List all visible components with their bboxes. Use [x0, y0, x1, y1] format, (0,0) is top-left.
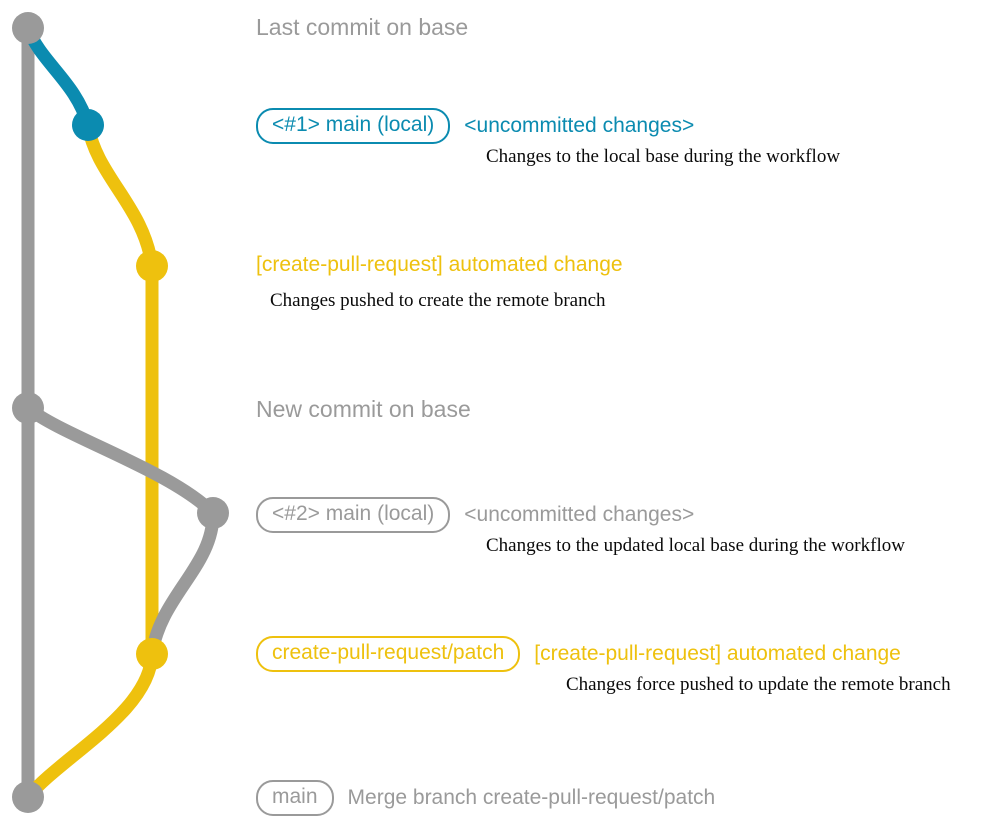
entry-automated-change-create: [create-pull-request] automated change — [256, 253, 623, 277]
commit-node-base-head[interactable] — [12, 12, 44, 44]
commit-node-base-new[interactable] — [12, 392, 44, 424]
headline-last-commit-on-base: Last commit on base — [256, 14, 469, 40]
edge-patch-update-to-merge — [21, 647, 159, 804]
ref-badge-local-1[interactable]: <#1> main (local) — [256, 108, 451, 144]
commit-description-patch-create: Changes pushed to create the remote bran… — [270, 290, 606, 311]
ref-badge-main[interactable]: main — [256, 780, 334, 816]
edge-basenew-to-local2 — [21, 401, 220, 520]
commit-subject-patch-create: [create-pull-request] automated change — [256, 253, 623, 276]
commit-description-local-2: Changes to the updated local base during… — [486, 535, 905, 556]
commit-node-local-2[interactable] — [197, 497, 229, 529]
commit-description-local-1: Changes to the local base during the wor… — [486, 146, 841, 167]
entry-merge-commit: main Merge branch create-pull-request/pa… — [256, 780, 715, 816]
headline-new-commit-on-base: New commit on base — [256, 396, 471, 422]
ref-badge-local-2[interactable]: <#2> main (local) — [256, 497, 451, 533]
entry-local-uncommitted-1: <#1> main (local) <uncommitted changes> — [256, 108, 694, 144]
commit-subject-patch-update: [create-pull-request] automated change — [534, 642, 901, 665]
edge-base-to-local1 — [21, 21, 95, 132]
commit-subject-local-2: <uncommitted changes> — [464, 503, 695, 526]
commit-node-patch-update[interactable] — [136, 638, 168, 670]
commit-subject-local-1: <uncommitted changes> — [464, 114, 695, 137]
commit-node-local-1[interactable] — [72, 109, 104, 141]
commit-node-merge[interactable] — [12, 781, 44, 813]
commit-description-patch-update: Changes force pushed to update the remot… — [566, 674, 951, 695]
entry-local-uncommitted-2: <#2> main (local) <uncommitted changes> — [256, 497, 694, 533]
edge-local1-to-patch-create — [81, 118, 159, 273]
edge-local2-to-patch-update — [145, 506, 220, 661]
ref-badge-create-pull-request-patch[interactable]: create-pull-request/patch — [256, 636, 521, 672]
entry-automated-change-update: create-pull-request/patch [create-pull-r… — [256, 636, 901, 672]
commit-node-patch-create[interactable] — [136, 250, 168, 282]
commit-subject-merge: Merge branch create-pull-request/patch — [347, 786, 716, 809]
